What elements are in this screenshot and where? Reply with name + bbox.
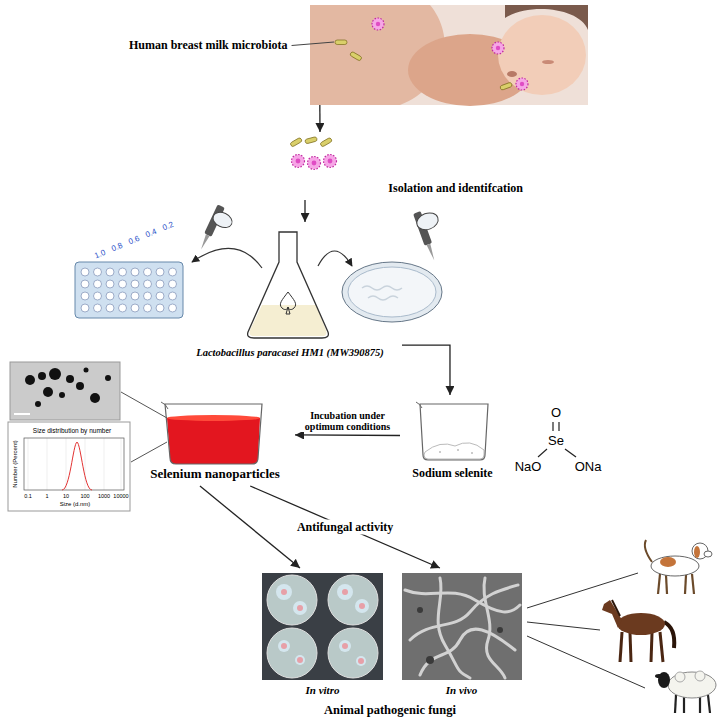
label-holder: 0.2 [161, 220, 175, 233]
flow-arrow [295, 434, 400, 436]
concentration-label: 0.4 [144, 227, 158, 240]
label-holder: 0.1 [24, 493, 32, 499]
label-holder: 100 [80, 493, 89, 499]
axis-tick: 10000 [113, 493, 128, 499]
label-holder: Animal pathogenic fungi [324, 703, 456, 718]
step-label: Isolation and identifcation [285, 132, 535, 200]
in-vitro-plates [262, 573, 383, 680]
flow-arrow [250, 486, 440, 568]
sem-image [402, 573, 522, 680]
tem-image [10, 362, 120, 420]
in-vitro-panel: In vitro [255, 568, 390, 698]
product-beaker: Selenium nanoparticles [135, 398, 295, 486]
flow-arrow [304, 200, 305, 222]
flow-arrow [319, 105, 320, 132]
label-holder: 0.6 [127, 234, 141, 247]
label-holder: Number (Percent) [12, 440, 18, 488]
leader-line [292, 42, 334, 46]
atom-label: NaO [515, 459, 542, 474]
concentration-label: 1.0 [93, 248, 107, 261]
label-holder: 10000 [113, 493, 128, 499]
transfer-arrow [318, 251, 352, 266]
selenite-bonds [538, 422, 576, 457]
flow-arrow [402, 345, 450, 395]
label-holder: 1000 [98, 493, 110, 499]
nanoparticle-beaker [161, 402, 262, 464]
atom-label: Se [548, 433, 564, 448]
strain-flask: Lactobacillus paracasei HM1 (MW390875) [178, 222, 402, 362]
axis-tick: 10 [63, 493, 69, 499]
node-text: Human breast milk microbiota [129, 38, 288, 53]
node-text: Isolation and identifcation [388, 181, 523, 196]
label-holder: 0.4 [144, 227, 158, 240]
axis-tick: 1000 [98, 493, 110, 499]
in-vivo-panel: In vivo [398, 568, 525, 698]
edge-label-holder: Incubation under optimum conditions [297, 410, 399, 432]
pipette-hand [413, 206, 451, 261]
label-holder: 1 [45, 493, 48, 499]
bacteria-icons [335, 18, 528, 90]
flow-arrow [200, 486, 300, 568]
sheep-figure [655, 671, 716, 713]
label-holder: Se [548, 433, 564, 448]
selenite-beaker [416, 402, 488, 460]
panel-caption: Animal pathogenic fungi [324, 703, 456, 718]
label-holder: Size (d.nm) [60, 501, 91, 507]
concentration-label: 0.6 [127, 234, 141, 247]
axis-title: Number (Percent) [12, 440, 18, 488]
axis-tick: 1 [45, 493, 48, 499]
axis-tick: 100 [80, 493, 89, 499]
edge-label: Incubation under optimum conditions [297, 410, 399, 432]
reagent-beaker: Sodium selenite [400, 395, 505, 485]
label-holder: ONa [575, 459, 602, 474]
size-distribution-chart [8, 422, 130, 511]
atom-label: ONa [575, 459, 602, 474]
bacteria-cluster [290, 137, 337, 170]
node-text: Selenium nanoparticles [150, 466, 280, 482]
edge-label: Antifungal activity [295, 520, 395, 535]
chart-title: Size distribution by number [33, 427, 111, 434]
node-text: In vitro [306, 684, 340, 696]
breastfeeding-photo [310, 5, 588, 106]
petri-dish [342, 262, 442, 322]
edge-label-holder: Antifungal activity [295, 520, 395, 535]
leader-line [131, 442, 167, 462]
label-holder: 10 [63, 493, 69, 499]
node-text: Sodium selenite [412, 466, 492, 481]
label-holder: 0.8 [110, 241, 124, 254]
label-holder: O [551, 405, 561, 420]
label-holder: Size distribution by number [33, 427, 111, 434]
node-text: In vivo [446, 684, 477, 696]
node-text: Lactobacillus paracasei HM1 (MW390875) [196, 347, 384, 358]
label-holder: 1.0 [93, 248, 107, 261]
concentration-label: 0.8 [110, 241, 124, 254]
horse-figure [602, 600, 674, 662]
atom-label: O [551, 405, 561, 420]
axis-title: Size (d.nm) [60, 501, 91, 507]
label-holder: NaO [515, 459, 542, 474]
leader-line [121, 392, 167, 418]
axis-tick: 0.1 [24, 493, 32, 499]
concentration-label: 0.2 [161, 220, 175, 233]
photo-panel: Human breast milk microbiota [125, 5, 590, 105]
transfer-arrow [192, 248, 262, 268]
microplate [75, 262, 183, 318]
culture-flask [248, 232, 329, 338]
dog-figure [645, 540, 712, 594]
